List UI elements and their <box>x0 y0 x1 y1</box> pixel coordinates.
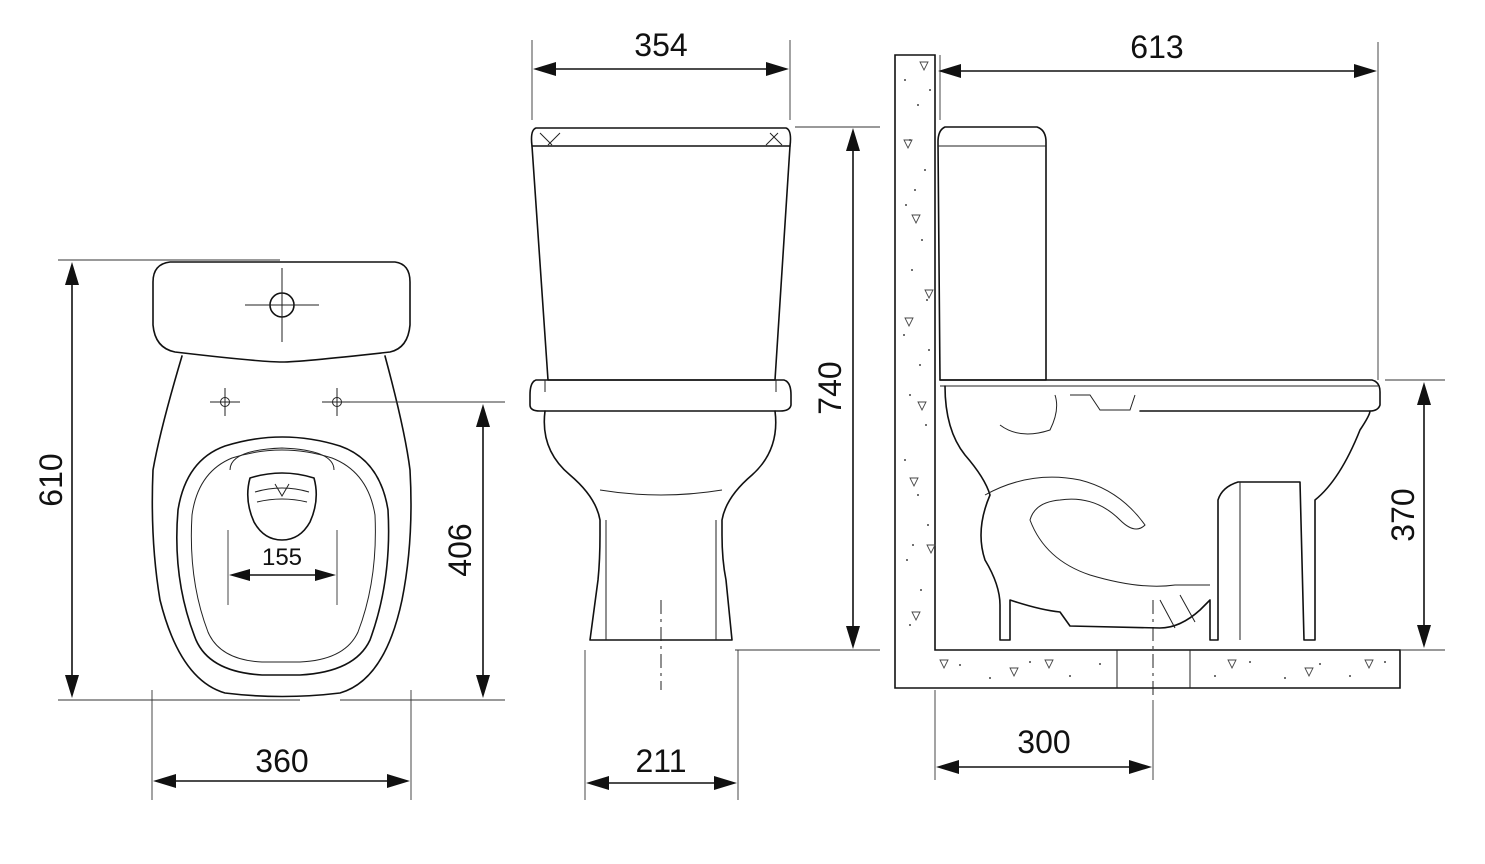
dimension-155: 155 <box>262 544 302 571</box>
side-view-seat <box>939 379 1381 412</box>
dimension-406: 406 <box>442 523 478 576</box>
dimension-300: 300 <box>1017 724 1070 760</box>
dimension-610: 610 <box>33 453 69 506</box>
front-view-tank-lid <box>530 127 792 147</box>
dimension-354: 354 <box>634 27 687 63</box>
side-view-tank <box>937 126 1047 381</box>
dimension-360: 360 <box>255 743 308 779</box>
wall-texture <box>903 61 1386 679</box>
front-view-tank <box>531 145 791 381</box>
front-view-seat <box>529 379 792 412</box>
side-view: 613 370 300 <box>894 29 1445 780</box>
top-view: 610 406 360 155 <box>33 259 505 800</box>
top-view-seat <box>176 436 390 676</box>
dimension-370: 370 <box>1385 488 1421 541</box>
dimension-613: 613 <box>1130 29 1183 65</box>
top-view-trap <box>246 472 318 541</box>
front-view-bowl <box>543 410 777 641</box>
top-view-bowl <box>151 355 412 698</box>
top-view-tank <box>152 261 411 363</box>
dimension-211: 211 <box>635 743 686 779</box>
side-view-wall <box>894 54 1401 689</box>
dimension-740: 740 <box>812 361 848 414</box>
front-view: 354 740 211 <box>529 27 880 800</box>
side-view-bowl <box>944 385 1371 641</box>
